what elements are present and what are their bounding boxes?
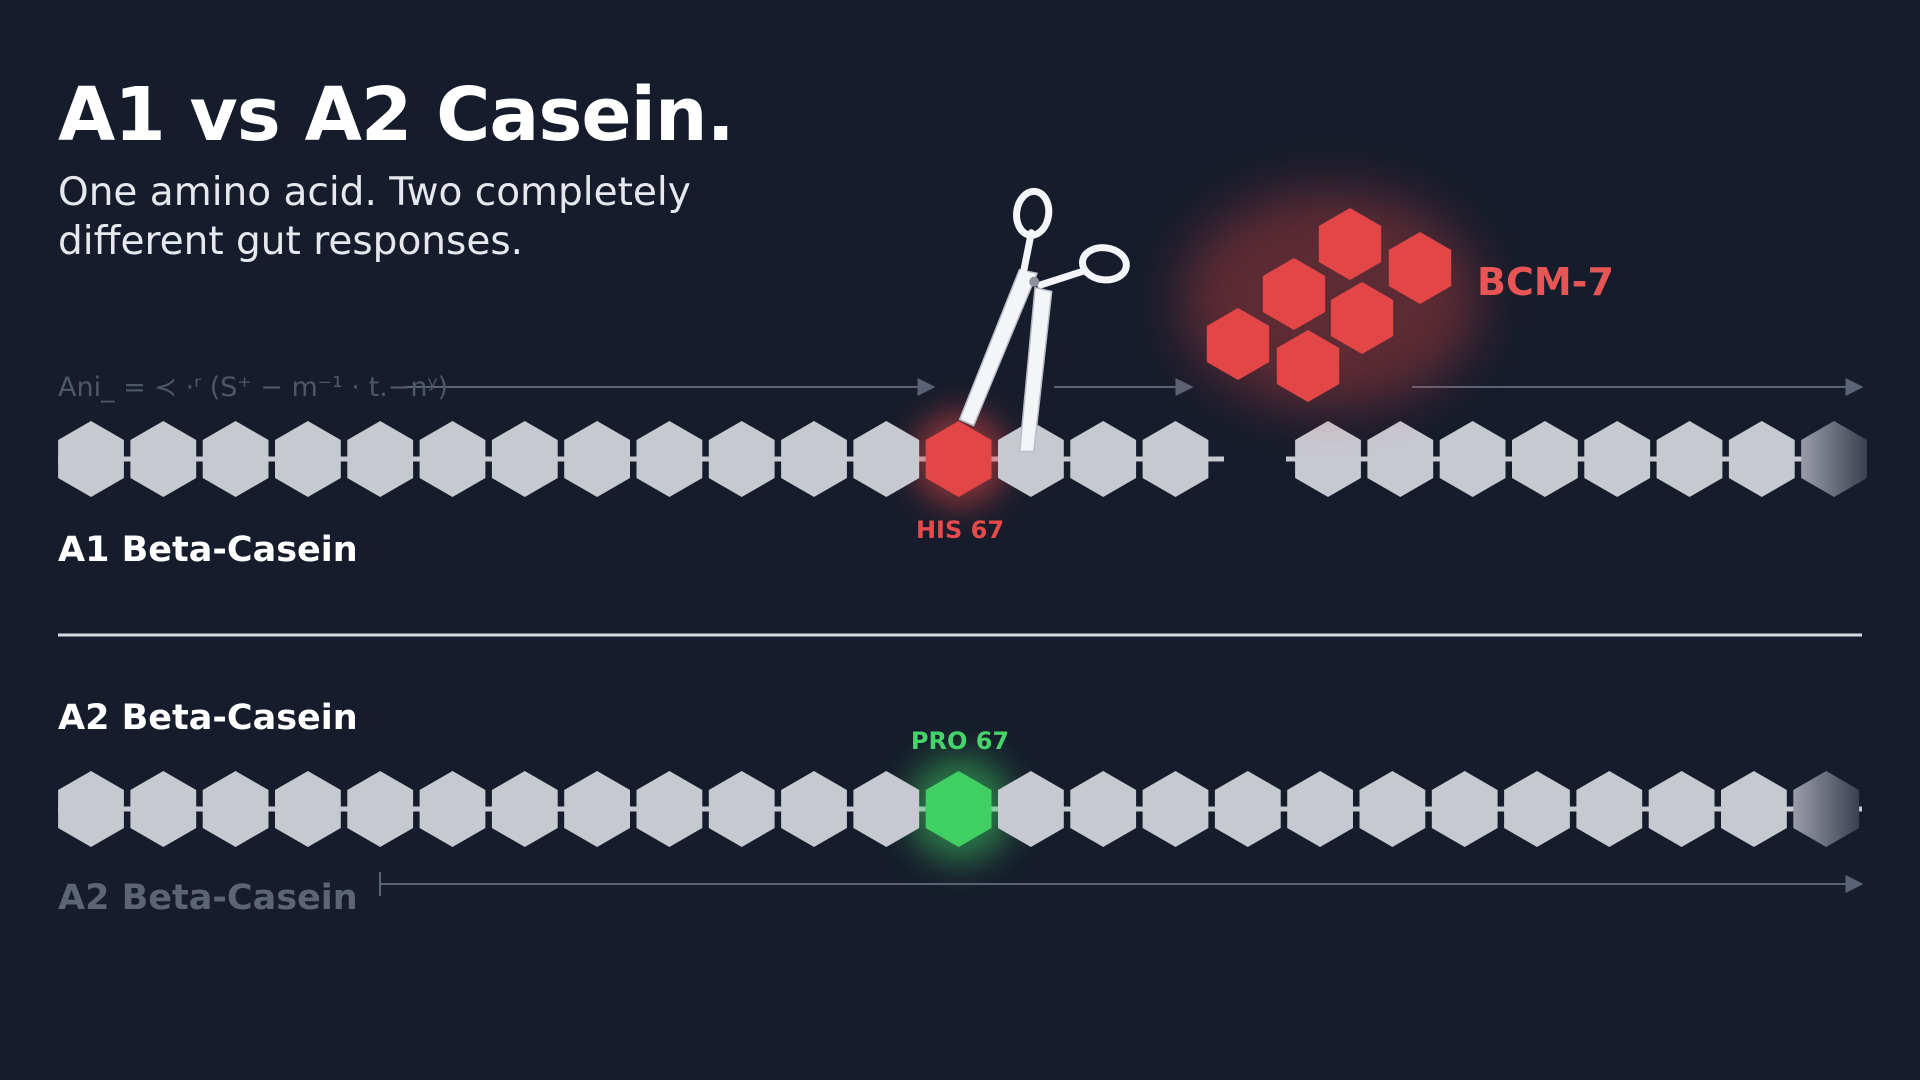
a1-residue [1295, 421, 1361, 497]
a1-residue [708, 421, 775, 497]
a2-residue [1070, 771, 1137, 847]
a1-residue [1728, 421, 1795, 497]
scissors-icon [958, 187, 1130, 453]
page-title: A1 vs A2 Casein. [58, 72, 735, 158]
a2-residue [998, 771, 1064, 847]
a1-residue [347, 421, 414, 497]
a1-residue [853, 421, 920, 497]
a2-beta-casein-label: A2 Beta-Casein [58, 698, 358, 738]
a2-residue [1648, 771, 1715, 847]
a1-residue [636, 421, 703, 497]
bcm7-hexagon [1206, 308, 1270, 380]
a1-residue [564, 421, 630, 497]
a1-beta-casein-label: A1 Beta-Casein [58, 530, 358, 570]
a2-direction-arrow [379, 872, 1864, 896]
a2-residue [708, 771, 775, 847]
bcm7-fragment [1180, 190, 1480, 410]
a1-residue [58, 421, 124, 497]
a1-chain [58, 411, 1867, 507]
his67-residue [925, 421, 992, 497]
a1-residue [275, 421, 341, 497]
ghost-formula: Ani_ = ≺ ·ʳ (S⁺ − m⁻¹ · t.−nʸ) [58, 372, 449, 403]
pro67-residue [925, 771, 992, 847]
a2-residue [1431, 771, 1498, 847]
bcm7-hexagon [1276, 330, 1340, 402]
a2-chain [58, 757, 1862, 861]
a2-residue [1142, 771, 1209, 847]
a2-residue [275, 771, 341, 847]
bcm7-hexagon [1330, 282, 1394, 354]
a2-residue [1359, 771, 1426, 847]
a2-residue [202, 771, 269, 847]
a2-residue [347, 771, 414, 847]
his67-label: HIS 67 [915, 516, 1005, 544]
a1-residue [1070, 421, 1137, 497]
bcm7-hexagon [1318, 208, 1382, 280]
a1-residue [998, 421, 1064, 497]
a2-residue [1214, 771, 1281, 847]
a2-residue [1576, 771, 1643, 847]
pro67-label: PRO 67 [910, 727, 1010, 755]
a2-residue [491, 771, 558, 847]
a1-residue [1584, 421, 1651, 497]
a1-residue [1367, 421, 1434, 497]
bcm7-hexagon [1262, 258, 1326, 330]
a2-beta-casein-label-faded: A2 Beta-Casein [58, 878, 358, 918]
a2-residue [419, 771, 486, 847]
a2-residue [1793, 771, 1860, 847]
a1-residue [1656, 421, 1723, 497]
a1-residue [1512, 421, 1578, 497]
a2-residue [1504, 771, 1570, 847]
a1-residue [130, 421, 197, 497]
a2-residue [1721, 771, 1787, 847]
a2-residue [130, 771, 197, 847]
bcm7-hexagon [1388, 232, 1452, 304]
a2-residue [636, 771, 703, 847]
a1-residue [419, 421, 486, 497]
a1-residue [202, 421, 269, 497]
a2-residue [564, 771, 630, 847]
a2-residue [58, 771, 124, 847]
page-subtitle: One amino acid. Two completely different… [58, 170, 691, 264]
a2-residue [853, 771, 920, 847]
a1-residue [781, 421, 847, 497]
a1-residue [491, 421, 558, 497]
a1-residue [1801, 421, 1867, 497]
bcm7-label: BCM-7 [1477, 260, 1614, 304]
a2-residue [781, 771, 847, 847]
a1-residue [1439, 421, 1506, 497]
a1-residue [1142, 421, 1209, 497]
a2-residue [1287, 771, 1353, 847]
